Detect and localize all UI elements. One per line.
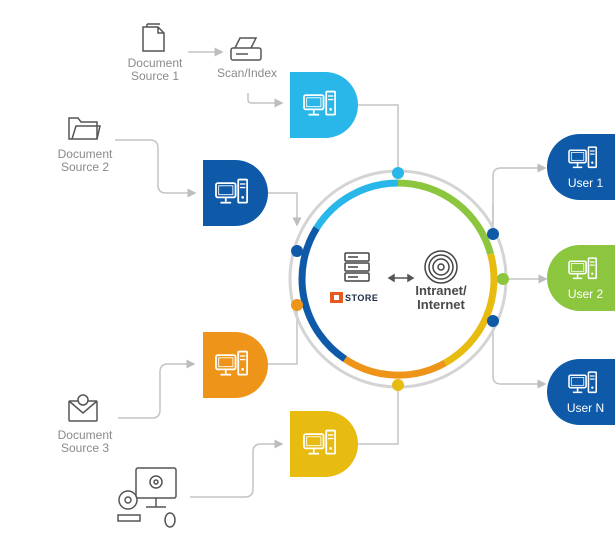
email-icon — [68, 394, 98, 422]
process-box-cyan — [290, 72, 358, 138]
process-box-gold — [290, 411, 358, 477]
scanner-icon — [230, 37, 262, 61]
computer-settings-icon — [117, 467, 177, 528]
store-label: STORE — [345, 293, 379, 303]
user-box-1 — [547, 134, 615, 200]
process-box-navy — [203, 160, 268, 226]
wireless-icon — [424, 250, 458, 284]
user-box-2 — [547, 245, 615, 311]
user-n-label: User N — [566, 401, 605, 415]
user-2-label: User 2 — [567, 287, 604, 301]
user-1-label: User 1 — [567, 176, 604, 190]
process-box-orange — [203, 332, 268, 398]
server-icon — [344, 252, 370, 282]
network-label: Intranet/Internet — [415, 283, 467, 312]
document-icon — [142, 23, 165, 52]
central-hub-ring — [288, 167, 509, 391]
scan-index-label: Scan/Index — [216, 66, 278, 80]
folder-icon — [68, 117, 101, 140]
arrow-icon — [387, 273, 415, 283]
user-box-n — [547, 359, 615, 425]
